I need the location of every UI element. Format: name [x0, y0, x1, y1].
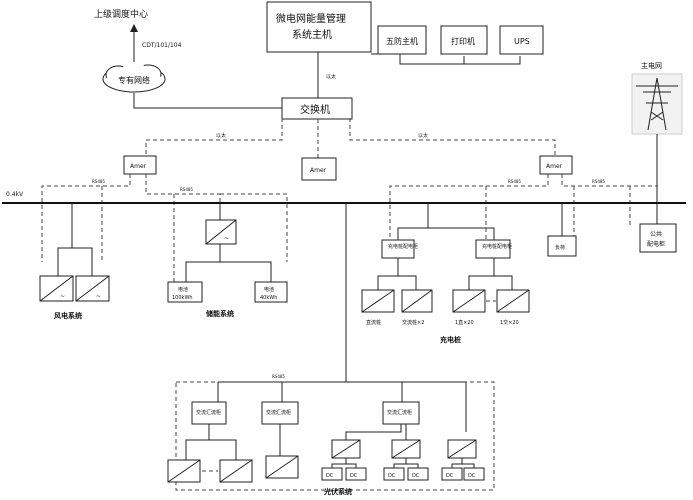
network-label: 专有网络 — [118, 75, 150, 85]
rs485-label-b: RS485 — [180, 187, 193, 192]
charging-dist-2-label: 充电桩配电柜 — [482, 243, 512, 250]
dc-box-1 — [321, 467, 343, 481]
battery-1-capacity: 100kWh — [172, 295, 193, 301]
storage-system-label: 储能系统 — [205, 309, 234, 318]
meter-label-left: Amer — [130, 163, 147, 170]
pv-combiner-1-label: 交流汇流柜 — [196, 409, 221, 416]
dc-label-6: DC — [468, 473, 476, 479]
public-dist-line2: 配电柜 — [647, 240, 665, 248]
pv-system-label: 光伏系统 — [323, 487, 352, 496]
dc-box-6 — [463, 467, 485, 481]
dc-label-2: DC — [350, 473, 358, 479]
meter-label-right: Amer — [546, 163, 563, 170]
pv-combiner-3-label: 交流汇流柜 — [387, 409, 412, 416]
public-dist-line1: 公共 — [650, 230, 662, 238]
battery-2-label: 电池 — [264, 286, 274, 293]
host-label-2: 打印机 — [451, 36, 475, 46]
transmission-tower-icon — [631, 73, 683, 135]
bus-label: 0.4kV — [6, 191, 24, 198]
rs485-label-c: RS485 — [508, 179, 521, 184]
rs485-label-e: RS485 — [272, 374, 285, 379]
charger-label-3: 1直×20 — [455, 319, 474, 326]
main-grid-label: 主电网 — [641, 61, 662, 70]
rs485-label-a: RS485 — [92, 179, 105, 184]
dc-label-5: DC — [446, 473, 454, 479]
arrow-up-icon — [130, 24, 138, 62]
svg-text:~: ~ — [96, 293, 101, 300]
host-box-3 — [499, 25, 544, 55]
battery-box-1 — [167, 281, 203, 303]
channel-label: CDT/101/104 — [142, 42, 182, 49]
meter-box-left — [123, 155, 157, 175]
charging-dist-box-2 — [475, 239, 511, 259]
meter-label-center: Amer — [310, 167, 327, 174]
svg-text:~: ~ — [224, 235, 229, 242]
battery-1-label: 电池 — [178, 286, 188, 293]
load-label: 负荷 — [555, 244, 565, 251]
dc-box-5 — [441, 467, 463, 481]
ems-host-line2: 系统主机 — [292, 28, 332, 41]
meter-box-right — [539, 155, 573, 175]
dispatch-center-label: 上级调度中心 — [94, 8, 148, 20]
rs485-label-d: RS485 — [592, 179, 605, 184]
public-dist-box — [639, 223, 677, 253]
svg-text:~: ~ — [60, 293, 65, 300]
cloud-icon — [102, 62, 166, 93]
ems-host-box — [266, 1, 372, 53]
battery-2-capacity: 40kWh — [260, 295, 277, 301]
dc-label-1: DC — [326, 473, 334, 479]
dc-box-3 — [383, 467, 405, 481]
host-label-3: UPS — [514, 37, 530, 46]
pv-combiner-2-label: 交流汇流柜 — [266, 409, 291, 416]
load-box — [547, 235, 577, 257]
charging-label: 充电桩 — [440, 335, 461, 344]
eth-label-up: 以太 — [326, 73, 336, 80]
wind-system-label: 风电系统 — [54, 311, 82, 320]
host-box-2 — [440, 25, 488, 55]
dc-box-4 — [407, 467, 429, 481]
meter-box-center — [301, 157, 337, 181]
host-box-1 — [377, 25, 427, 55]
eth-label-right: 以太 — [418, 132, 428, 139]
eth-label-left: 以太 — [216, 132, 226, 139]
dc-label-3: DC — [388, 473, 396, 479]
charger-label-4: 1交×20 — [500, 319, 519, 326]
charger-label-2: 交流桩×2 — [402, 319, 424, 326]
battery-box-2 — [254, 281, 288, 303]
dc-label-4: DC — [412, 473, 420, 479]
ems-host-line1: 微电网能量管理 — [276, 12, 346, 25]
charging-dist-1-label: 充电桩配电柜 — [388, 243, 418, 250]
charger-label-1: 直流桩 — [366, 319, 381, 326]
pv-system-frame — [175, 381, 495, 491]
host-label-1: 五防主机 — [386, 36, 418, 46]
switch-label: 交换机 — [300, 103, 330, 116]
switch-box — [281, 97, 353, 120]
dc-box-2 — [345, 467, 367, 481]
